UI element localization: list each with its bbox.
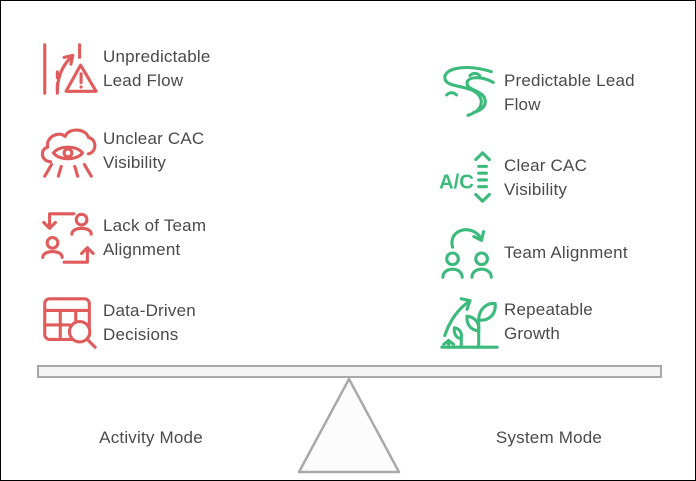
fulcrum-triangle	[297, 378, 401, 474]
feature-label-line: Unclear CAC	[103, 129, 205, 148]
feature-label-line: Flow	[504, 95, 541, 114]
feature-item-unpredictable-lead-flow: Unpredictable Lead Flow	[37, 38, 211, 100]
river-icon	[438, 62, 500, 124]
feature-label-line: Clear CAC	[504, 156, 588, 175]
activity-mode-label: Activity Mode	[99, 428, 203, 447]
feature-label: Unpredictable Lead Flow	[103, 45, 211, 93]
feature-item-predictable-lead-flow: Predictable Lead Flow	[438, 62, 635, 124]
feature-label-line: Visibility	[504, 180, 568, 199]
feature-item-repeatable-growth: Repeatable Growth	[438, 291, 593, 353]
road-warning-icon	[37, 38, 99, 100]
feature-label-line: Decisions	[103, 325, 179, 344]
feature-label-line: Unpredictable	[103, 47, 211, 66]
feature-label-line: Visibility	[103, 153, 167, 172]
eye-cloud-icon	[37, 120, 99, 182]
feature-label-line: Data-Driven	[103, 301, 196, 320]
feature-item-lack-of-team-alignment: Lack of Team Alignment	[37, 207, 206, 269]
feature-item-data-driven-decisions: Data-Driven Decisions	[37, 292, 196, 354]
feature-label: Data-Driven Decisions	[103, 299, 196, 347]
seesaw-beam	[37, 365, 662, 378]
feature-label: Team Alignment	[504, 241, 628, 265]
ac-gauge-text: A/C	[439, 172, 474, 194]
feature-label-line: Growth	[504, 324, 560, 343]
feature-label-line: Repeatable	[504, 300, 593, 319]
feature-item-unclear-cac-visibility: Unclear CAC Visibility	[37, 120, 204, 182]
table-magnifier-icon	[37, 292, 99, 354]
plant-growth-arrow-icon	[438, 291, 500, 353]
feature-label: Predictable Lead Flow	[504, 69, 635, 117]
feature-label-line: Alignment	[103, 240, 181, 259]
feature-label: Repeatable Growth	[504, 298, 593, 346]
feature-label-line: Lack of Team	[103, 216, 207, 235]
feature-label-line: Team Alignment	[504, 243, 628, 262]
feature-label: Unclear CAC Visibility	[103, 127, 204, 175]
system-mode-label: System Mode	[495, 428, 603, 447]
feature-item-team-alignment: Team Alignment	[438, 222, 628, 284]
feature-label: Clear CAC Visibility	[504, 154, 587, 202]
feature-label-line: Predictable Lead	[504, 71, 635, 90]
feature-item-clear-cac-visibility: A/C Clear CAC Visibility	[438, 147, 587, 209]
people-cycle-arrow-icon	[438, 222, 500, 284]
feature-label-line: Lead Flow	[103, 71, 184, 90]
ac-gauge-icon: A/C	[438, 147, 500, 209]
people-swap-arrows-icon	[37, 207, 99, 269]
feature-label: Lack of Team Alignment	[103, 214, 206, 262]
